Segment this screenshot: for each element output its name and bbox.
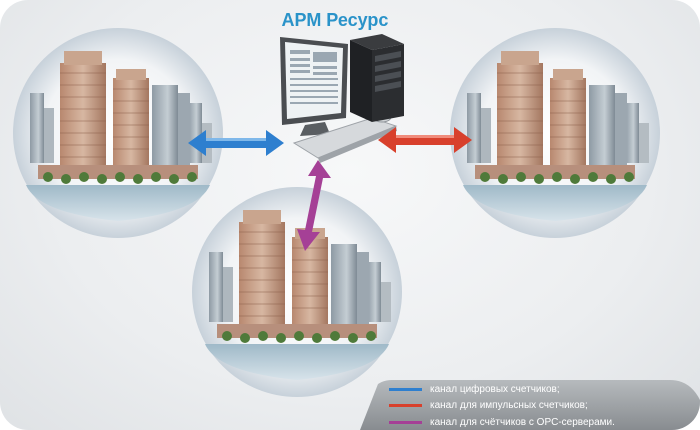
legend-panel [360, 380, 700, 430]
digital-channel-arrow [188, 130, 284, 156]
building-photo-bottom [191, 186, 403, 398]
legend-swatch-digital [389, 388, 422, 391]
keyboard-icon [292, 117, 398, 163]
opc-channel-arrow [297, 160, 331, 251]
pulse-channel-arrow [378, 127, 472, 153]
building-photo-right [449, 27, 661, 239]
diagram-title: АРМ Ресурс [281, 10, 389, 30]
building-photo-left [12, 27, 224, 239]
legend-swatch-opc [389, 421, 422, 424]
legend-swatch-pulse [389, 404, 422, 407]
server-tower-icon [350, 34, 404, 122]
